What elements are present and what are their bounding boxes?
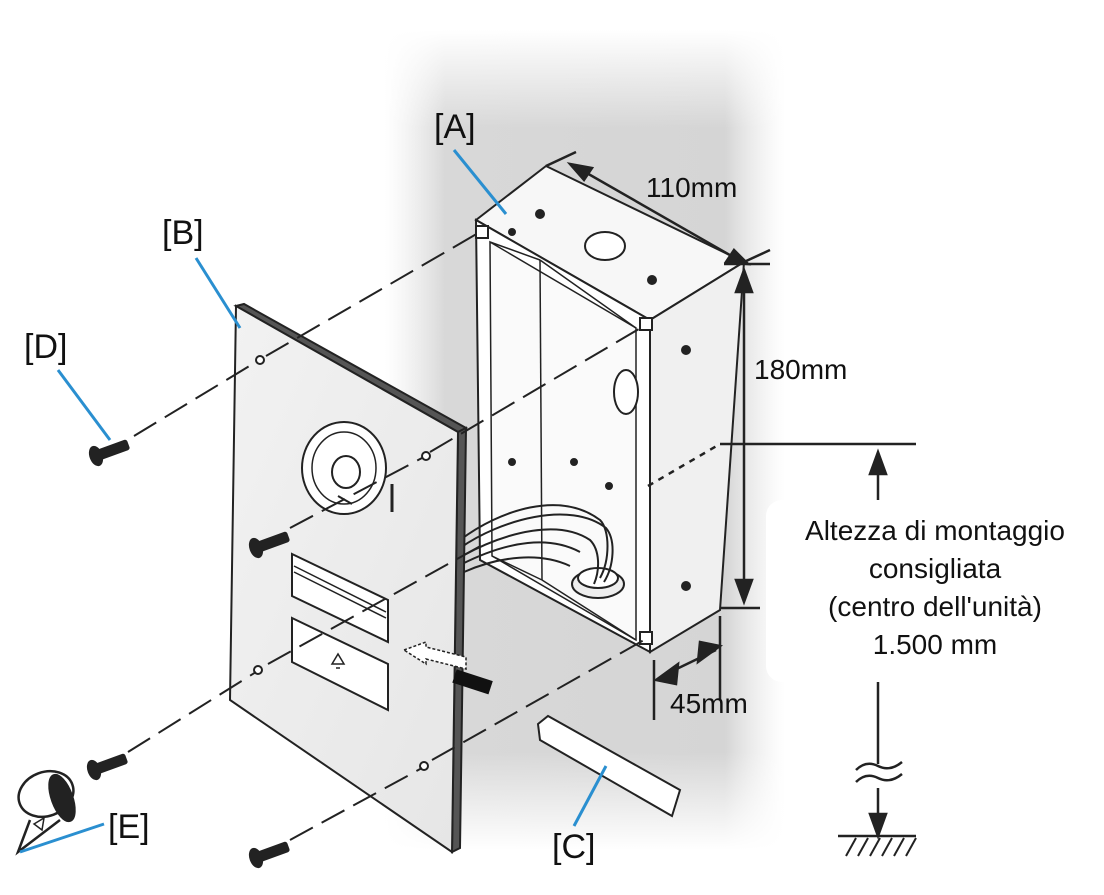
- callout-c-label: [C]: [552, 828, 596, 866]
- label-strip: [536, 714, 682, 818]
- alignment-lines: [127, 231, 645, 841]
- insertion-arrow: [402, 640, 493, 695]
- callout-e-label: [E]: [108, 808, 150, 846]
- callout-lines: [19, 149, 608, 854]
- callout-d-label: [D]: [24, 328, 68, 366]
- front-panel: [228, 302, 469, 854]
- mounting-note-line-1: Altezza di montaggio: [805, 515, 1065, 546]
- dimension-lines: [545, 150, 771, 720]
- mounting-note-line-4: 1.500 mm: [872, 629, 998, 660]
- mounting-height-note: Altezza di montaggio consigliata (centro…: [766, 512, 1104, 664]
- dimension-width-label: 110mm: [646, 172, 738, 203]
- mounting-height-marker: [647, 442, 917, 857]
- screws: [86, 439, 290, 869]
- cables: [459, 504, 614, 585]
- dimension-height-label: 180mm: [754, 354, 848, 385]
- callout-a-label: [A]: [434, 108, 476, 146]
- dimension-depth-label: 45mm: [670, 688, 748, 719]
- mounting-note-background: [766, 500, 1104, 682]
- callout-b-label: [B]: [162, 214, 204, 252]
- mounting-note-line-2: consigliata: [868, 553, 1002, 584]
- mounting-note-line-3: (centro dell'unità): [828, 591, 1042, 622]
- release-tool: [15, 769, 76, 856]
